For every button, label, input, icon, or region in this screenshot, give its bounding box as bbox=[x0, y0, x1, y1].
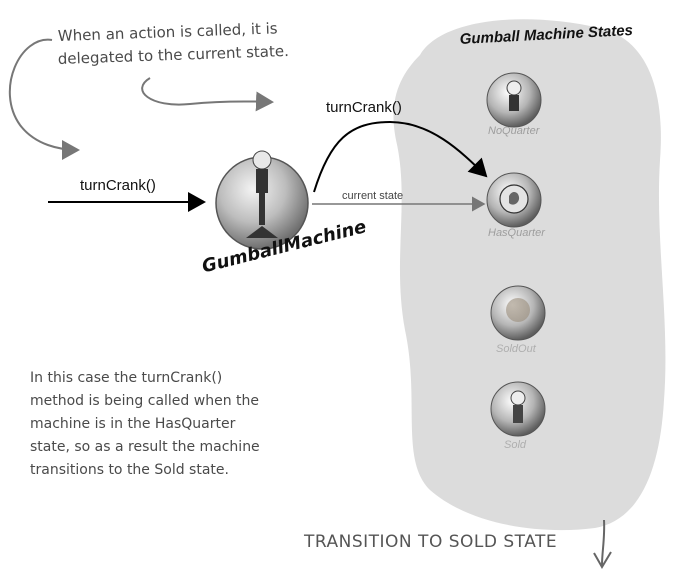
down-arrow-icon bbox=[593, 519, 612, 569]
footer-caption: TRANSITION TO SOLD STATE bbox=[303, 532, 557, 552]
state-hasquarter: HasQuarter bbox=[486, 172, 546, 239]
top-note-line-1: When an action is called, it is bbox=[58, 19, 279, 45]
top-note-line-2: delegated to the current state. bbox=[58, 42, 290, 68]
state-name-noquarter: NoQuarter bbox=[488, 125, 541, 137]
note-pointer-right bbox=[141, 77, 274, 112]
delegated-call-arrow bbox=[313, 120, 488, 193]
incoming-call-label: turnCrank() bbox=[80, 177, 156, 194]
state-name-soldout: SoldOut bbox=[496, 343, 537, 355]
note-pointer-left bbox=[8, 38, 80, 160]
gumball-machine-icon bbox=[506, 80, 522, 96]
dispensing-machine-icon bbox=[510, 390, 526, 406]
bottom-note-line-4: state, so as a result the machine bbox=[30, 439, 260, 455]
state-soldout: SoldOut bbox=[490, 285, 546, 355]
bottom-note-line-2: method is being called when the bbox=[30, 393, 259, 409]
delegated-call-label: turnCrank() bbox=[326, 99, 402, 116]
state-sold: Sold bbox=[490, 381, 546, 451]
bottom-note-line-3: machine is in the HasQuarter bbox=[30, 416, 236, 432]
state-name-hasquarter: HasQuarter bbox=[488, 227, 546, 239]
gumball-machine-icon bbox=[215, 150, 309, 250]
state-name-sold: Sold bbox=[504, 439, 527, 451]
current-state-label: current state bbox=[342, 190, 403, 202]
bottom-note-line-5: transitions to the Sold state. bbox=[30, 462, 229, 478]
state-noquarter: NoQuarter bbox=[486, 72, 542, 137]
bottom-note-line-1: In this case the turnCrank() bbox=[30, 370, 222, 386]
states-panel bbox=[393, 19, 666, 531]
